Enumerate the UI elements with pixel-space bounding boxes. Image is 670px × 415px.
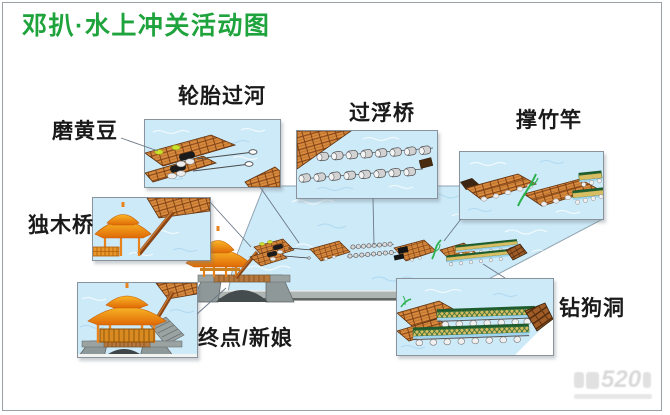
tunnel-raft — [436, 305, 536, 328]
inset-log-bridge — [92, 197, 211, 261]
barrel-row — [316, 145, 432, 162]
wave-pattern — [79, 297, 195, 329]
watermark-glyph — [643, 372, 652, 388]
label-floating-bridge: 过浮桥 — [349, 102, 415, 125]
watermark-glyph — [574, 372, 584, 388]
label-log-bridge: 独木桥 — [28, 214, 94, 237]
reed-icon — [400, 295, 412, 308]
watermark-glyph — [586, 371, 599, 389]
soybean-raft-station — [249, 238, 295, 267]
course-raft — [309, 240, 351, 262]
ropes — [192, 149, 258, 172]
tunnel-raft — [412, 323, 530, 347]
label-soybean-grinding: 磨黄豆 — [52, 120, 118, 143]
barrel-rows — [346, 241, 397, 259]
inset-dog-hole — [396, 278, 554, 356]
raft-tunnel-entry — [393, 239, 437, 262]
pavilion — [94, 202, 152, 256]
pavilion — [87, 283, 167, 343]
barrel-row — [298, 167, 416, 183]
tunnel-raft-partial — [572, 170, 603, 205]
label-tire-crossing: 轮胎过河 — [178, 85, 266, 108]
log-plank — [137, 210, 175, 256]
wave-pattern — [316, 137, 414, 191]
wood-platform — [297, 131, 352, 170]
page-border — [2, 2, 662, 411]
bamboo-pole-icon — [431, 239, 442, 260]
inset-finish-bride — [77, 282, 198, 358]
watermark: 520 — [574, 368, 666, 410]
wave-pattern — [400, 289, 518, 349]
page-title: 邓扒·水上冲关活动图 — [22, 12, 271, 40]
wood-block — [418, 157, 434, 169]
raft — [155, 283, 197, 300]
wave-pattern — [467, 160, 581, 214]
railing — [93, 246, 120, 257]
raft — [146, 198, 210, 219]
watermark-tagline — [574, 394, 652, 399]
wooden-ramp — [244, 166, 280, 187]
floats — [167, 158, 195, 180]
inset-bamboo-pole — [459, 151, 604, 220]
railing — [99, 328, 155, 343]
bamboo-pole-icon — [517, 173, 539, 207]
raft — [465, 173, 538, 202]
wooden-ramp — [524, 302, 553, 332]
wood-block — [460, 178, 480, 190]
wooden-ramp — [505, 243, 528, 261]
label-finish-bride: 终点/新娘 — [198, 327, 293, 350]
label-dog-hole: 钻狗洞 — [559, 297, 625, 320]
inset-floating-bridge — [296, 130, 438, 199]
label-bamboo-pole: 撑竹竿 — [516, 109, 582, 132]
soybean-platform — [145, 134, 237, 167]
stone-arch-bridge — [78, 340, 197, 357]
inset-tire-crossing — [144, 119, 281, 188]
tunnel-rafts — [446, 239, 518, 267]
shoreline — [180, 290, 462, 301]
tires — [170, 151, 195, 173]
watermark-text: 520 — [601, 366, 642, 393]
